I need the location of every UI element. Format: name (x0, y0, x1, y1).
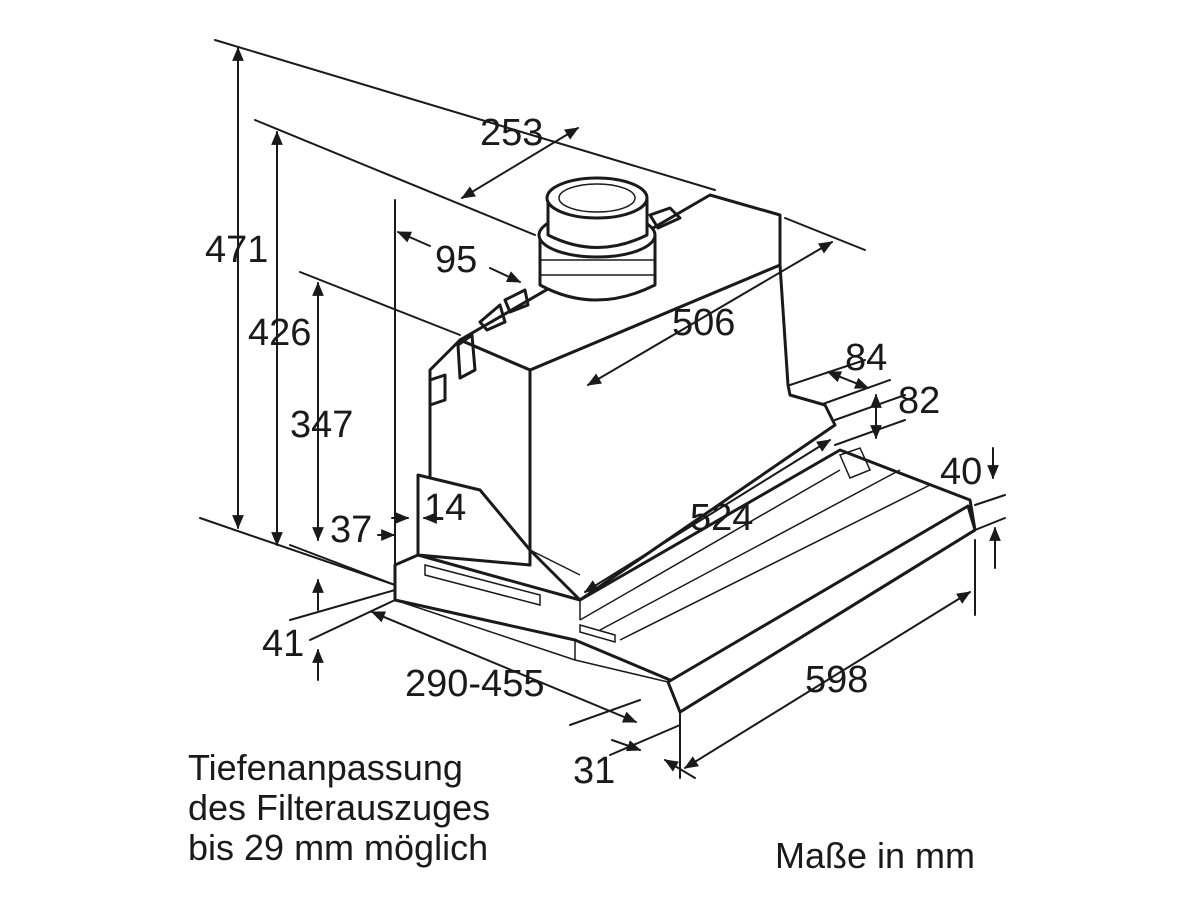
dim-524-label: 524 (690, 497, 753, 539)
dim-84-label: 84 (845, 337, 887, 379)
units-note: Maße in mm (775, 835, 975, 876)
dim-253-label: 253 (480, 112, 543, 154)
dim-598-label: 598 (805, 659, 868, 701)
note-line-2: des Filterauszuges (188, 787, 490, 828)
dim-426-label: 426 (248, 312, 311, 354)
dimension-arrows (232, 46, 1001, 779)
note-line-3: bis 29 mm möglich (188, 827, 488, 868)
dim-40-label: 40 (940, 451, 982, 493)
dim-471-label: 471 (205, 229, 268, 271)
note-line-1: Tiefenanpassung (188, 747, 463, 788)
dim-506-label: 506 (672, 302, 735, 344)
dim-31-label: 31 (573, 750, 615, 792)
hood-body (393, 193, 977, 714)
dim-290-455-label: 290-455 (405, 663, 544, 705)
dim-347-label: 347 (290, 404, 353, 446)
dim-14-label: 14 (424, 487, 466, 529)
dim-95-label: 95 (435, 239, 477, 281)
extension-lines (199, 39, 1006, 779)
dim-41-label: 41 (262, 623, 304, 665)
dim-82-label: 82 (898, 380, 940, 422)
dim-37-label: 37 (330, 509, 372, 551)
